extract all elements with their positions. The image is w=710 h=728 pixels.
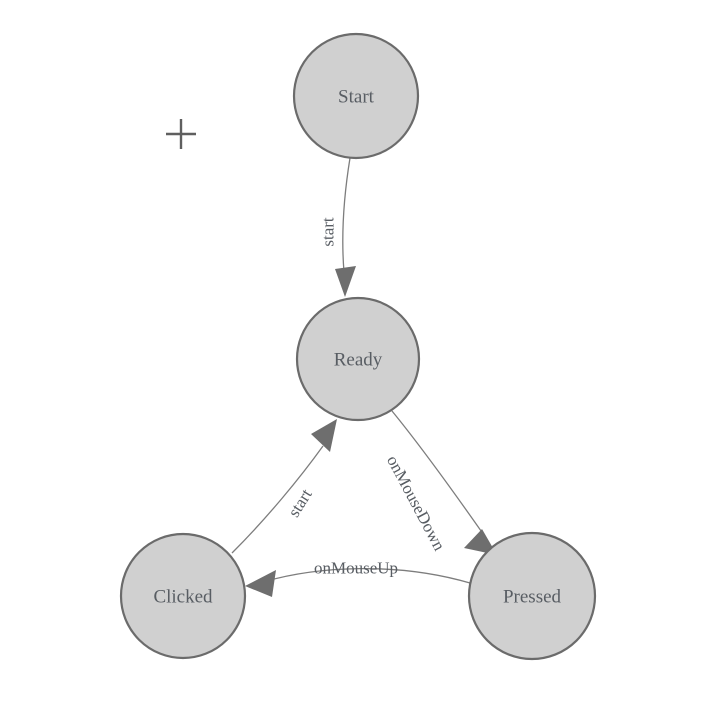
edge-start-to-ready[interactable]: start [319, 157, 357, 297]
node-label-clicked: Clicked [153, 587, 213, 608]
arrowhead-into-ready-top [335, 266, 356, 297]
node-circle-ready[interactable] [295, 296, 421, 422]
node-start[interactable]: Start [292, 32, 420, 160]
edge-label-ready-to-pressed: onMouseDown [383, 452, 449, 554]
node-clicked[interactable]: Clicked [119, 532, 247, 660]
node-circle-start[interactable] [292, 32, 420, 160]
edge-path-clicked-to-ready [231, 445, 324, 554]
arrowhead-into-clicked [245, 570, 276, 597]
edge-pressed-to-clicked[interactable]: onMouseUp [245, 559, 471, 598]
node-circle-clicked[interactable] [119, 532, 247, 660]
node-circle-pressed[interactable] [467, 531, 597, 661]
node-label-ready: Ready [334, 350, 383, 371]
edge-label-pressed-to-clicked: onMouseUp [314, 559, 398, 578]
edge-path-pressed-to-clicked [262, 567, 471, 584]
node-pressed[interactable]: Pressed [467, 531, 597, 661]
edge-label-start-to-ready: start [319, 217, 338, 247]
edge-clicked-to-ready[interactable]: start [231, 419, 337, 554]
crosshair-icon[interactable] [166, 119, 196, 149]
arrowhead-into-pressed [464, 529, 497, 555]
node-label-start: Start [338, 87, 375, 108]
edge-ready-to-pressed[interactable]: onMouseDown [383, 410, 497, 555]
arrowhead-into-ready-lower-left [311, 419, 337, 452]
node-label-pressed: Pressed [503, 587, 562, 608]
edge-path-start-to-ready [342, 157, 351, 273]
node-ready[interactable]: Ready [295, 296, 421, 422]
edge-path-ready-to-pressed [391, 410, 487, 539]
